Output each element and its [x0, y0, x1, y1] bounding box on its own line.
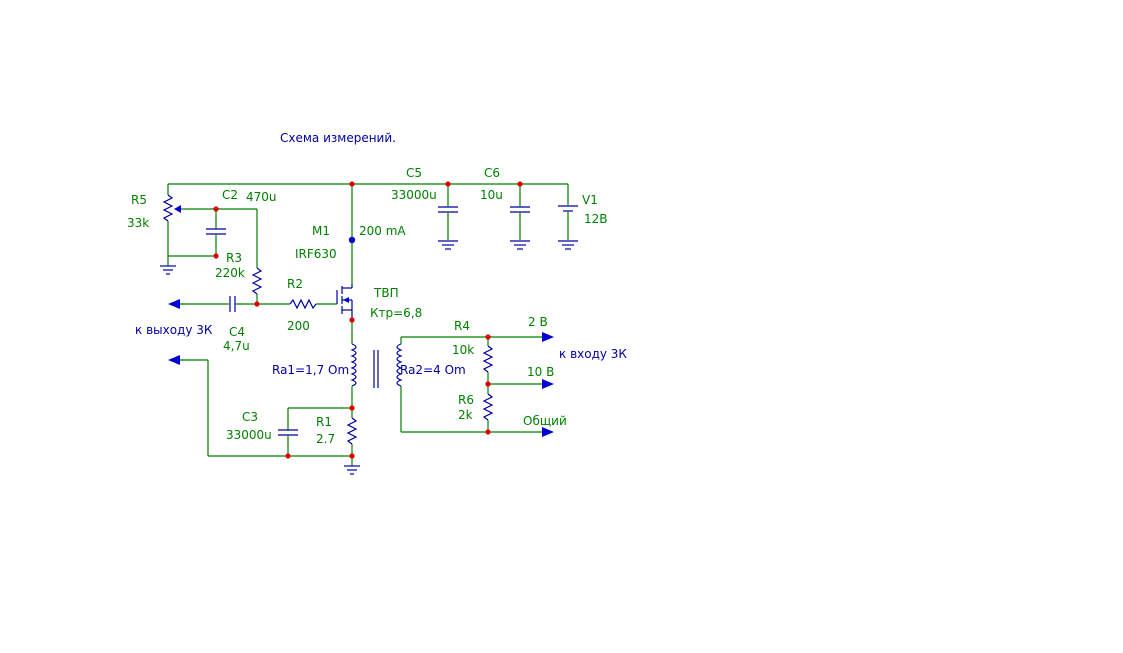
junction-node	[213, 206, 219, 212]
junction-node	[485, 381, 491, 387]
c5-value: 33000u	[391, 188, 437, 202]
mosfet-m1	[336, 184, 353, 320]
r3-ref: R3	[226, 251, 242, 265]
c2-ref: C2	[222, 188, 238, 202]
junction-node	[349, 317, 355, 323]
supply-rail	[168, 183, 569, 205]
v1-value: 12В	[584, 212, 608, 226]
capacitor-c2	[206, 208, 257, 256]
current-label: 200 mA	[359, 224, 406, 238]
junction-node	[485, 334, 491, 340]
v1-ref: V1	[582, 193, 598, 207]
r1-ref: R1	[316, 415, 332, 429]
transformer-ratio: Ктр=6,8	[370, 306, 422, 320]
r2-ref: R2	[287, 277, 303, 291]
r1-value: 2.7	[316, 432, 335, 446]
c3-value: 33000u	[226, 428, 272, 442]
resistor-r1	[344, 408, 360, 475]
battery-v1	[558, 205, 578, 250]
common-label: Общий	[523, 414, 567, 428]
r4-value: 10k	[452, 343, 474, 357]
tap-10v-label: 10 В	[527, 365, 554, 379]
c2-value: 470u	[246, 190, 277, 204]
ra1-label: Ra1=1,7 Om	[272, 363, 349, 377]
junction-node	[485, 429, 491, 435]
junction-node	[517, 181, 523, 187]
c3-ref: C3	[242, 410, 258, 424]
r5-value: 33k	[127, 216, 149, 230]
r5-ref: R5	[131, 193, 147, 207]
capacitor-c6	[510, 184, 530, 250]
c6-ref: C6	[484, 166, 500, 180]
current-probe-node	[348, 236, 356, 244]
junction-node	[445, 181, 451, 187]
c5-ref: C5	[406, 166, 422, 180]
capacitor-c5	[438, 184, 458, 250]
schematic-title: Схема измерений.	[280, 131, 396, 145]
r3-value: 220k	[215, 266, 245, 280]
c4-ref: C4	[229, 325, 245, 339]
c4-value: 4,7u	[223, 339, 250, 353]
resistor-r3	[251, 209, 263, 304]
ra2-label: Ra2=4 Om	[400, 363, 466, 377]
junction-nodes	[213, 181, 523, 459]
output-taps	[488, 332, 554, 437]
capacitor-c3	[168, 355, 352, 457]
r6-value: 2k	[458, 408, 473, 422]
c6-value: 10u	[480, 188, 503, 202]
junction-node	[349, 405, 355, 411]
resistor-r2	[289, 298, 337, 310]
potentiometer-r5	[160, 184, 216, 275]
junction-node	[349, 453, 355, 459]
out-3k-label: к выходу 3К	[135, 323, 213, 337]
transformer-tvp	[350, 320, 488, 433]
in-3k-label: к входу 3К	[559, 347, 627, 361]
r2-value: 200	[287, 319, 310, 333]
transformer-name: ТВП	[373, 286, 399, 300]
r6-ref: R6	[458, 393, 474, 407]
m1-value: IRF630	[295, 247, 337, 261]
resistor-r6	[482, 384, 494, 432]
junction-node	[213, 253, 219, 259]
junction-node	[254, 301, 260, 307]
tap-2v-label: 2 В	[528, 315, 548, 329]
r4-ref: R4	[454, 319, 470, 333]
junction-node	[349, 181, 355, 187]
junction-node	[285, 453, 291, 459]
resistor-r4	[482, 337, 494, 384]
m1-ref: M1	[312, 224, 330, 238]
input-c4-line	[168, 296, 290, 312]
